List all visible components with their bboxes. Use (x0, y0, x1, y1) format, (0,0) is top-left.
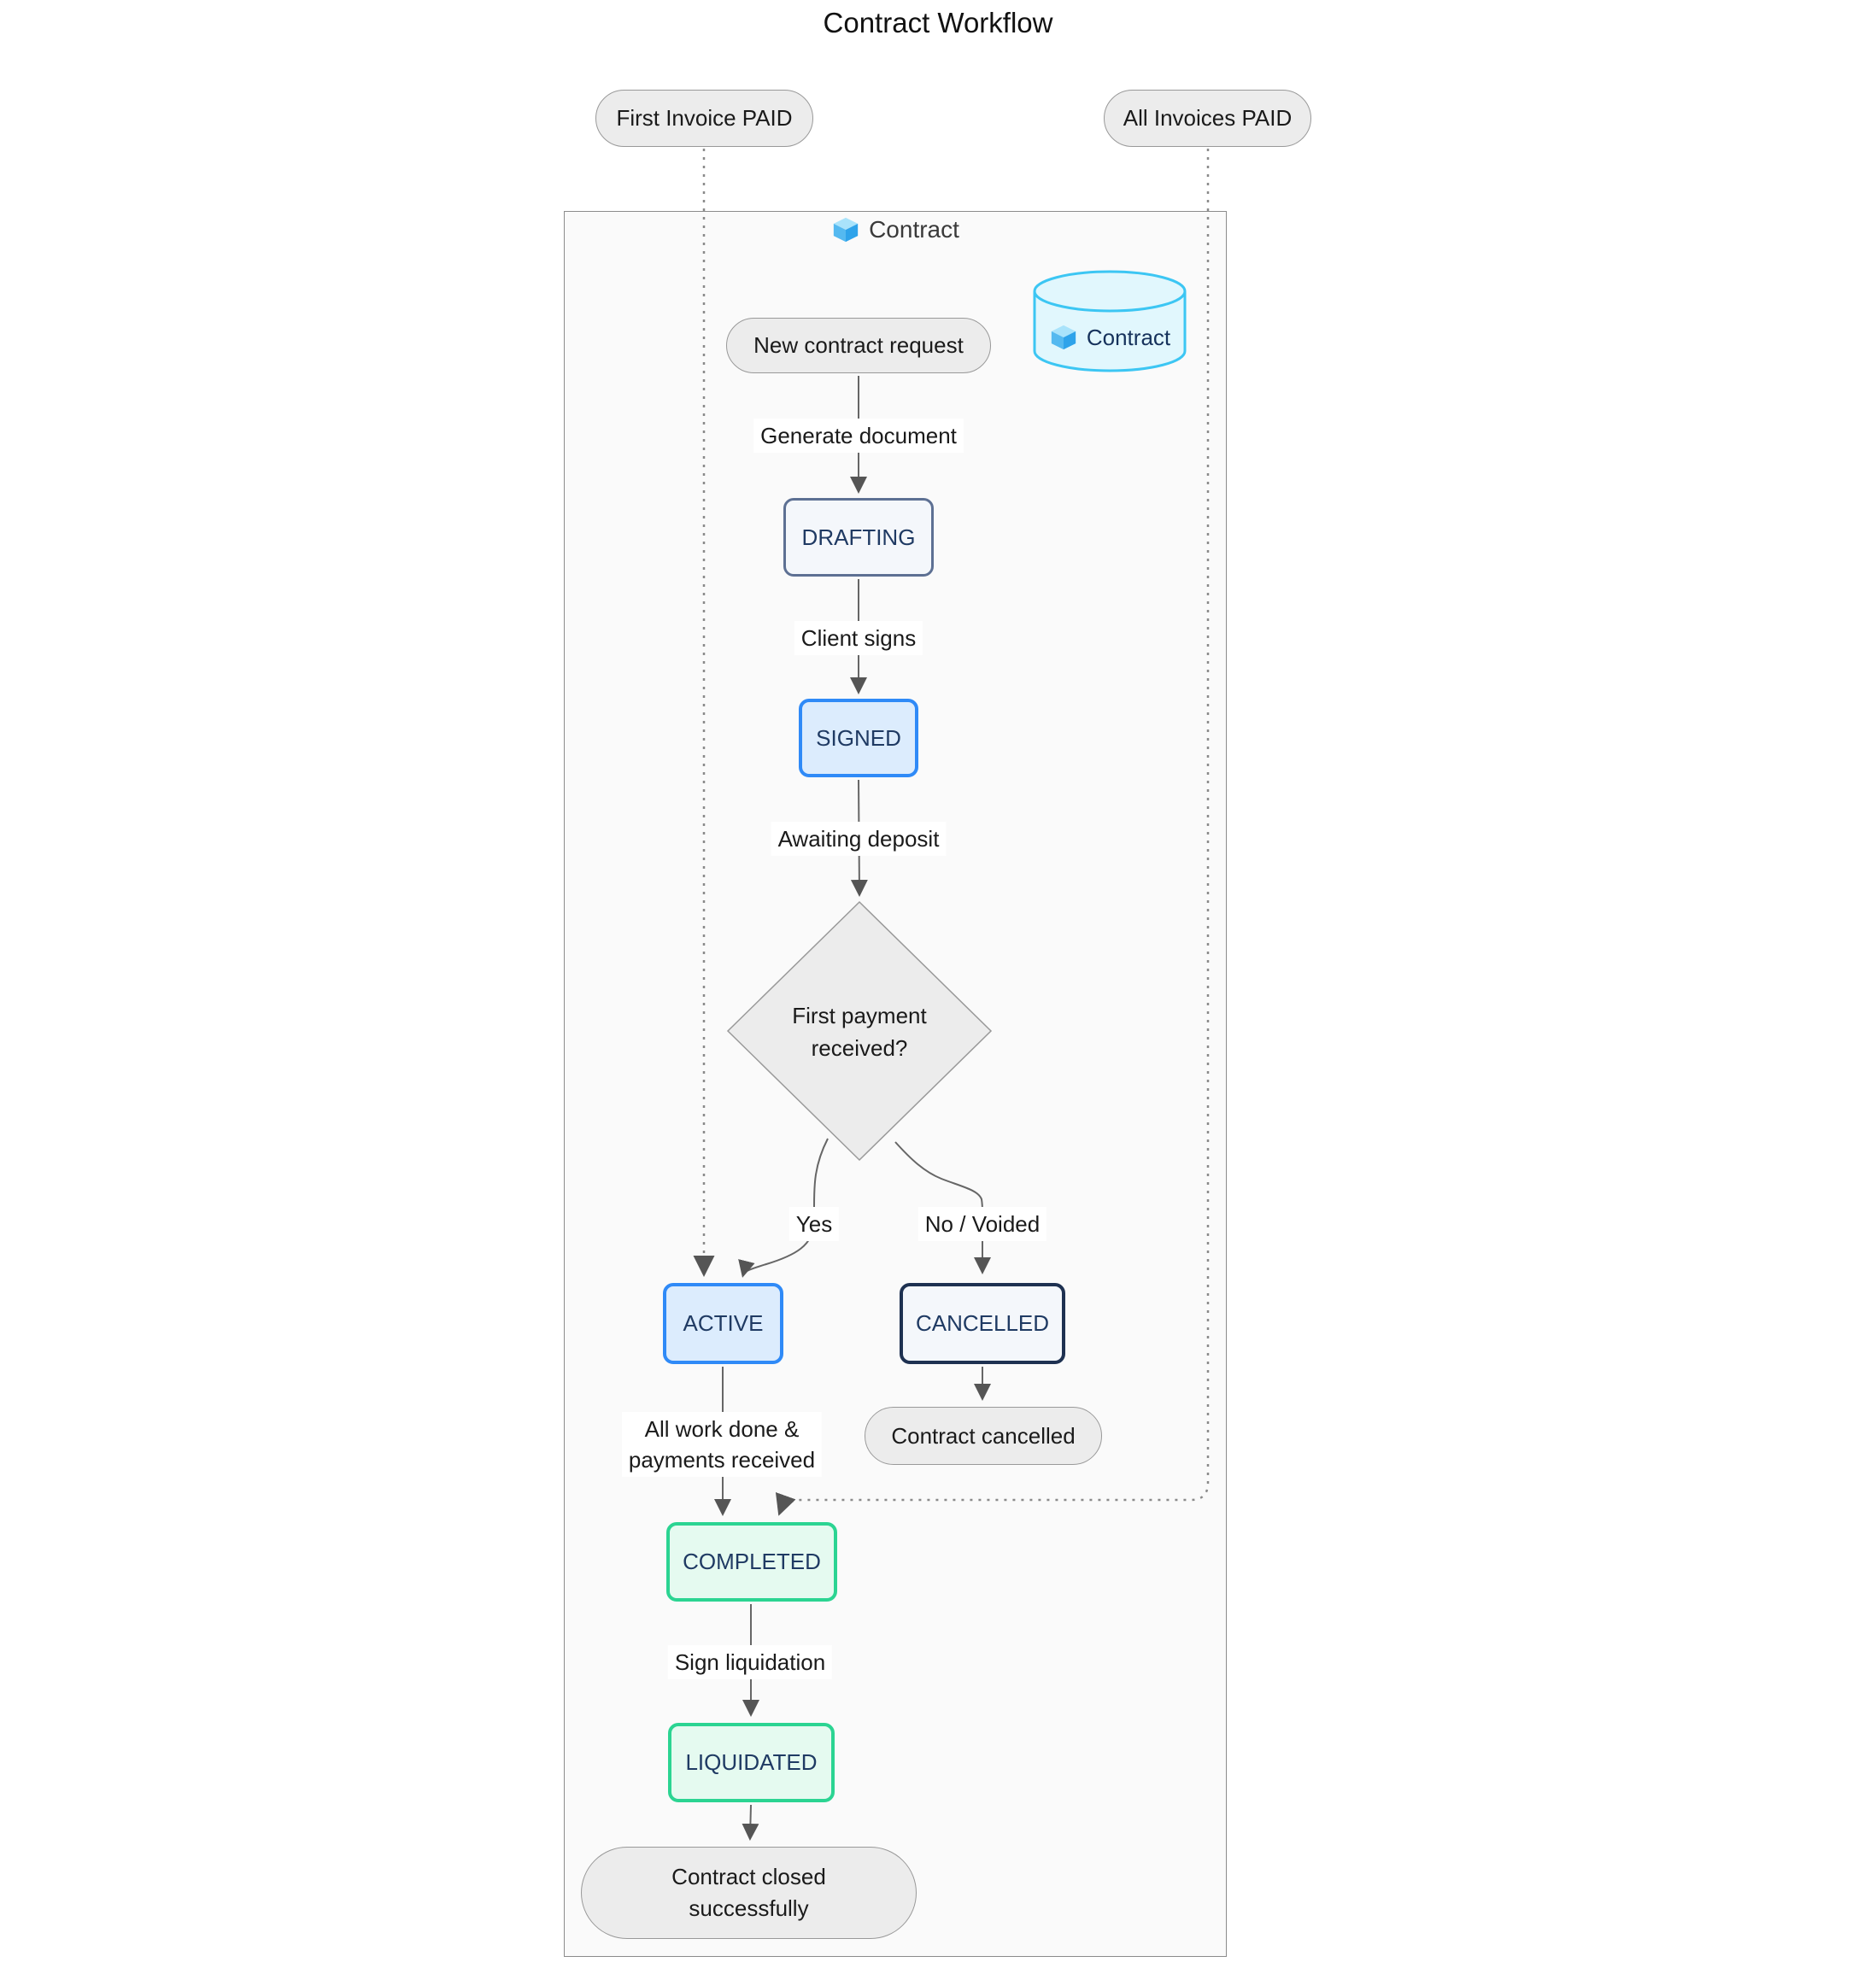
edge-label-all-work-done: All work done & payments received (621, 1412, 823, 1477)
node-all-invoices-paid: All Invoices PAID (1104, 90, 1311, 147)
edge-label-yes: Yes (789, 1207, 840, 1241)
edge-label-awaiting-deposit: Awaiting deposit (771, 822, 947, 856)
node-cancelled: CANCELLED (900, 1283, 1065, 1364)
node-completed: COMPLETED (666, 1522, 837, 1602)
diagram-title: Contract Workflow (823, 7, 1053, 38)
cube-icon (833, 217, 859, 243)
edge-label-generate-document: Generate document (753, 419, 964, 453)
cube-icon (1051, 325, 1076, 350)
contract-subgraph-box (564, 211, 1227, 1957)
node-new-contract-request: New contract request (726, 318, 991, 373)
edge-label-no-voided: No / Voided (917, 1207, 1047, 1241)
node-first-invoice-paid: First Invoice PAID (595, 90, 813, 147)
node-contract-cancelled: Contract cancelled (865, 1407, 1102, 1465)
edge-label-sign-liquidation: Sign liquidation (667, 1645, 833, 1679)
node-active: ACTIVE (663, 1283, 783, 1364)
contract-database-label: Contract (1032, 308, 1187, 367)
node-contract-closed: Contract closed successfully (581, 1847, 917, 1939)
edge-label-client-signs: Client signs (794, 621, 923, 655)
subgraph-label-text: Contract (869, 216, 959, 243)
node-liquidated: LIQUIDATED (668, 1723, 835, 1802)
node-signed: SIGNED (799, 699, 918, 777)
node-drafting: DRAFTING (783, 498, 934, 577)
decision-diamond-label: First payment received? (792, 1003, 927, 1061)
contract-subgraph-label: Contract (564, 215, 1227, 244)
database-label-text: Contract (1086, 324, 1171, 350)
